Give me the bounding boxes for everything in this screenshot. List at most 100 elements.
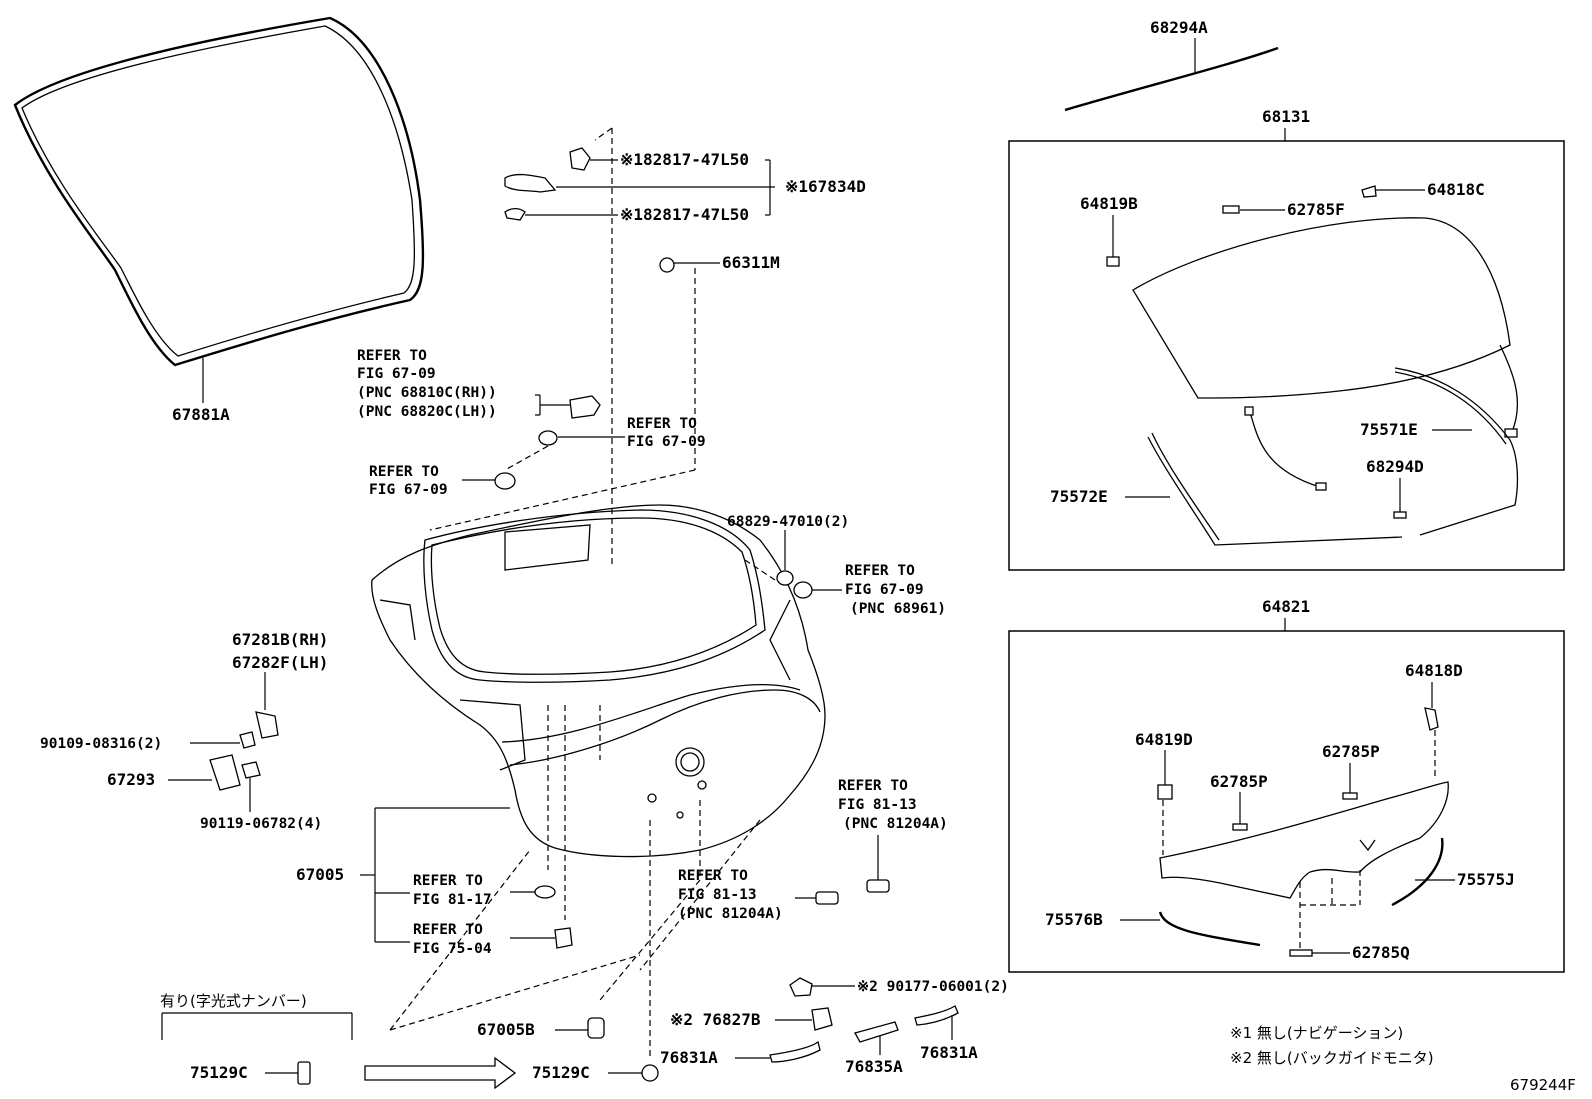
part-label-62785P-left[interactable]: 62785P [1210, 772, 1268, 791]
part-label-67281B[interactable]: 67281B(RH) [232, 630, 328, 649]
part-label-90177[interactable]: ※2 90177-06001(2) [857, 979, 1009, 995]
clip-64819B [1106, 256, 1120, 267]
hinge-67293 [209, 754, 241, 791]
part-label-66311M[interactable]: 66311M [722, 253, 780, 272]
garnish-76831A-right [914, 1005, 959, 1026]
part-label-67282F[interactable]: 67282F(LH) [232, 653, 328, 672]
garnish-76831A-left [769, 1040, 821, 1063]
part-label-75576B[interactable]: 75576B [1045, 910, 1103, 929]
door-weatherstrip-67881A-drawing [13, 16, 425, 367]
part-label-90119[interactable]: 90119-06782(4) [200, 816, 322, 832]
svg-text:REFER TO: REFER TO [357, 348, 427, 364]
part-label-64821[interactable]: 64821 [1262, 597, 1310, 616]
part-label-76835A[interactable]: 76835A [845, 1057, 903, 1076]
pad-62785F [1222, 205, 1240, 214]
cushion-67005B [587, 1017, 605, 1039]
svg-text:REFER TO: REFER TO [413, 922, 483, 938]
part-label-75571E[interactable]: 75571E [1360, 420, 1418, 439]
glass-assembly-box [1008, 140, 1565, 571]
part-label-62785Q[interactable]: 62785Q [1352, 943, 1410, 962]
note-2: ※2 無し(バックガイドモニタ) [1230, 1049, 1434, 1067]
part-label-62785P-right[interactable]: 62785P [1322, 742, 1380, 761]
part-label-75129C[interactable]: 75129C [532, 1063, 590, 1082]
svg-text:FIG 67-09: FIG 67-09 [357, 366, 436, 382]
part-label-75129C-option[interactable]: 75129C [190, 1063, 248, 1082]
svg-text:(PNC 68961): (PNC 68961) [850, 601, 946, 617]
part-label-68829[interactable]: 68829-47010(2) [727, 514, 849, 530]
part-label-68131[interactable]: 68131 [1262, 107, 1310, 126]
refer-block-81-17[interactable]: REFER TO FIG 81-17 [413, 873, 492, 908]
clip-64819D [1157, 784, 1173, 800]
part-label-68294A[interactable]: 68294A [1150, 18, 1208, 37]
part-label-182817-47L50-top[interactable]: ※182817-47L50 [620, 150, 749, 169]
part-label-64818C[interactable]: 64818C [1427, 180, 1485, 199]
plug-75129C [641, 1064, 659, 1082]
lamp-81204A-right [866, 879, 890, 893]
weatherstrip-75576B [1158, 911, 1261, 947]
note-1: ※1 無し(ナビゲーション) [1230, 1024, 1403, 1042]
stopper-68961 [793, 581, 813, 599]
part-label-67834D[interactable]: ※167834D [785, 177, 866, 196]
svg-text:(PNC 81204A): (PNC 81204A) [843, 816, 948, 832]
refer-block-68961[interactable]: REFER TO FIG 67-09 (PNC 68961) [845, 563, 946, 617]
refer-block-75-04[interactable]: REFER TO FIG 75-04 [413, 922, 492, 957]
svg-text:REFER TO: REFER TO [838, 778, 908, 794]
arrow-right [364, 1056, 517, 1090]
svg-text:REFER TO: REFER TO [678, 868, 748, 884]
back-door-glass-drawing [1132, 217, 1519, 546]
svg-text:FIG 67-09: FIG 67-09 [369, 482, 448, 498]
roof-molding-drawing [1064, 38, 1279, 112]
lamp-75129C-option [297, 1061, 311, 1085]
refer-block-81-13-a[interactable]: REFER TO FIG 81-13 (PNC 81204A) [678, 868, 783, 922]
svg-text:(PNC 68810C(RH)): (PNC 68810C(RH)) [357, 385, 497, 401]
part-label-76831A-right[interactable]: 76831A [920, 1043, 978, 1062]
part-label-67005[interactable]: 67005 [296, 865, 344, 884]
diagram-id: 679244F [1510, 1076, 1576, 1094]
connector-75-04 [554, 927, 573, 949]
part-label-75572E[interactable]: 75572E [1050, 487, 1108, 506]
part-label-90109[interactable]: 90109-08316(2) [40, 736, 162, 752]
part-label-68294D[interactable]: 68294D [1366, 457, 1424, 476]
refer-block-81-13-b[interactable]: REFER TO FIG 81-13 (PNC 81204A) [838, 778, 948, 832]
svg-text:REFER TO: REFER TO [413, 873, 483, 889]
refer-block-68810C[interactable]: REFER TO FIG 67-09 (PNC 68810C(RH)) (PNC… [357, 348, 497, 420]
part-label-67293[interactable]: 67293 [107, 770, 155, 789]
part-label-64818D[interactable]: 64818D [1405, 661, 1463, 680]
part-label-76831A-left[interactable]: 76831A [660, 1048, 718, 1067]
rear-spoiler-drawing [1159, 781, 1449, 899]
part-label-75575J[interactable]: 75575J [1457, 870, 1515, 889]
back-door-panel-drawing [371, 504, 826, 858]
lamp-81204A-left [815, 891, 839, 905]
clip-64818C [1361, 185, 1377, 198]
part-label-64819B[interactable]: 64819B [1080, 194, 1138, 213]
grommet-81-17 [534, 885, 556, 899]
option-label: 有り(字光式ナンバー) [160, 992, 307, 1010]
plug-66311M [659, 257, 675, 273]
part-label-67005B[interactable]: 67005B [477, 1020, 535, 1039]
part-label-67881A[interactable]: 67881A [172, 405, 230, 424]
part-label-64819D[interactable]: 64819D [1135, 730, 1193, 749]
svg-text:FIG 67-09: FIG 67-09 [627, 434, 706, 450]
part-label-62785F[interactable]: 62785F [1287, 200, 1345, 219]
refer-block-67-09-b[interactable]: REFER TO FIG 67-09 [627, 416, 706, 450]
bolt-90119 [241, 761, 261, 779]
stopper-part [538, 430, 558, 446]
cushion-68829 [776, 570, 794, 586]
bracket-76827B [811, 1007, 833, 1031]
svg-text:FIG 67-09: FIG 67-09 [845, 582, 924, 598]
part-label-76827B[interactable]: ※2 76827B [670, 1010, 761, 1029]
svg-text:FIG 81-13: FIG 81-13 [678, 887, 757, 903]
bolt-90109 [239, 731, 256, 749]
weatherstrip-75575J [1391, 837, 1444, 907]
clip-64818D [1424, 707, 1439, 731]
svg-text:(PNC 68820C(LH)): (PNC 68820C(LH)) [357, 404, 497, 420]
pad-68294D [1393, 511, 1407, 519]
pad-62785P-right [1342, 792, 1358, 800]
refer-block-67-09-c[interactable]: REFER TO FIG 67-09 [369, 464, 448, 498]
svg-text:REFER TO: REFER TO [845, 563, 915, 579]
part-label-182817-47L50-bottom[interactable]: ※182817-47L50 [620, 205, 749, 224]
bracket-67281B [255, 711, 279, 739]
harness-clips-drawing [504, 147, 591, 221]
